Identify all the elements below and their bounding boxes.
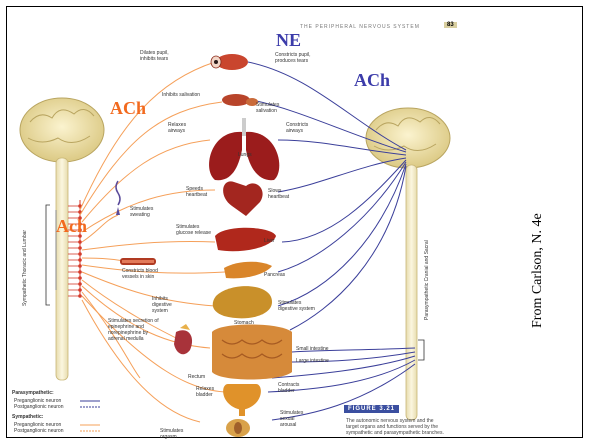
label-large-intestine: Large intestine bbox=[296, 358, 329, 364]
running-title: THE PERIPHERAL NERVOUS SYSTEM bbox=[300, 24, 420, 30]
label-lungs: Lungs bbox=[238, 152, 252, 158]
adrenal-organ bbox=[174, 324, 192, 354]
stomach-organ bbox=[213, 286, 272, 318]
label-dilates-pupil: Dilates pupil, inhibits tears bbox=[140, 50, 185, 62]
label-rectum: Rectum bbox=[188, 374, 205, 380]
thoracolumbar-bracket bbox=[46, 205, 50, 305]
label-stimulates-orgasm: Stimulates orgasm bbox=[160, 428, 190, 440]
legend-symp-post: Postganglionic neuron bbox=[14, 428, 63, 434]
parasympathetic-vertical-label: Parasympathetic Cranial and Sacral bbox=[424, 230, 430, 320]
ach-parasympathetic-label: ACh bbox=[354, 70, 390, 91]
label-stimulates-sweating: Stimulates sweating bbox=[130, 206, 164, 218]
figure-number: FIGURE 3.21 bbox=[344, 405, 399, 413]
right-spinal-cord bbox=[406, 165, 417, 420]
legend-parasympathetic-title: Parasympathetic: bbox=[12, 390, 54, 396]
label-inhibits-digestive: Inhibits digestive system bbox=[152, 296, 184, 314]
sweat-gland-organ bbox=[116, 181, 120, 215]
label-stimulates-salivation: Stimulates salivation bbox=[256, 102, 296, 114]
label-stimulates-digestive: Stimulates digestive system bbox=[278, 300, 318, 312]
ach-preganglionic-label: ACh bbox=[110, 98, 146, 119]
sympathetic-vertical-label: Sympathetic Thoracic and Lumbar bbox=[22, 216, 28, 306]
page-number: 83 bbox=[444, 22, 457, 28]
legend-lines bbox=[80, 401, 100, 431]
label-liver: Liver bbox=[264, 238, 275, 244]
label-inhibits-salivation: Inhibits salivation bbox=[162, 92, 200, 98]
heart-organ bbox=[223, 181, 262, 216]
label-contracts-bladder: Contracts bladder bbox=[278, 382, 308, 394]
label-stimulates-secretion: Stimulates secretion of epinephrine and … bbox=[108, 318, 166, 342]
label-stimulates-glucose: Stimulates glucose release bbox=[176, 224, 212, 236]
label-relaxes-bladder: Relaxes bladder bbox=[196, 386, 226, 398]
ach-ganglion-label: Ach bbox=[56, 216, 87, 237]
label-pancreas: Pancreas bbox=[264, 272, 285, 278]
intestine-organ bbox=[212, 325, 292, 380]
eye-organ bbox=[211, 54, 248, 70]
label-slows-heartbeat: Slows heartbeat bbox=[268, 188, 296, 200]
autonomic-nervous-system-figure: THE PERIPHERAL NERVOUS SYSTEM 83 NE ACh … bbox=[10, 10, 515, 440]
genital-organ bbox=[226, 419, 250, 437]
lungs-organ bbox=[209, 118, 279, 180]
label-stomach: Stomach bbox=[234, 320, 254, 326]
label-relaxes-airways: Relaxes airways bbox=[168, 122, 200, 134]
label-speeds-heartbeat: Speeds heartbeat bbox=[186, 186, 218, 198]
sacral-bracket bbox=[418, 340, 424, 360]
label-constricts-airways: Constricts airways bbox=[286, 122, 322, 134]
legend-para-post: Postganglionic neuron bbox=[14, 404, 63, 410]
legend-sympathetic-title: Sympathetic: bbox=[12, 414, 43, 420]
source-credit: From Carlson, N. 4e bbox=[530, 213, 546, 328]
blood-vessel-organ bbox=[120, 258, 156, 265]
left-brain bbox=[20, 98, 104, 162]
figure-caption-text: The autonomic nervous system and the tar… bbox=[346, 418, 446, 436]
ne-label: NE bbox=[276, 30, 301, 51]
label-constricts-pupil: Constricts pupil, produces tears bbox=[275, 52, 320, 64]
sympathetic-fibers bbox=[80, 62, 225, 422]
label-small-intestine: Small intestine bbox=[296, 346, 329, 352]
left-spinal-cord bbox=[56, 158, 68, 380]
label-constricts-blood: Constricts blood vessels in skin bbox=[122, 268, 170, 280]
label-stimulates-sexual: Stimulates sexual arousal bbox=[280, 410, 310, 428]
right-brain bbox=[366, 108, 450, 168]
salivary-gland-organ bbox=[222, 94, 258, 106]
bladder-organ bbox=[223, 384, 261, 416]
